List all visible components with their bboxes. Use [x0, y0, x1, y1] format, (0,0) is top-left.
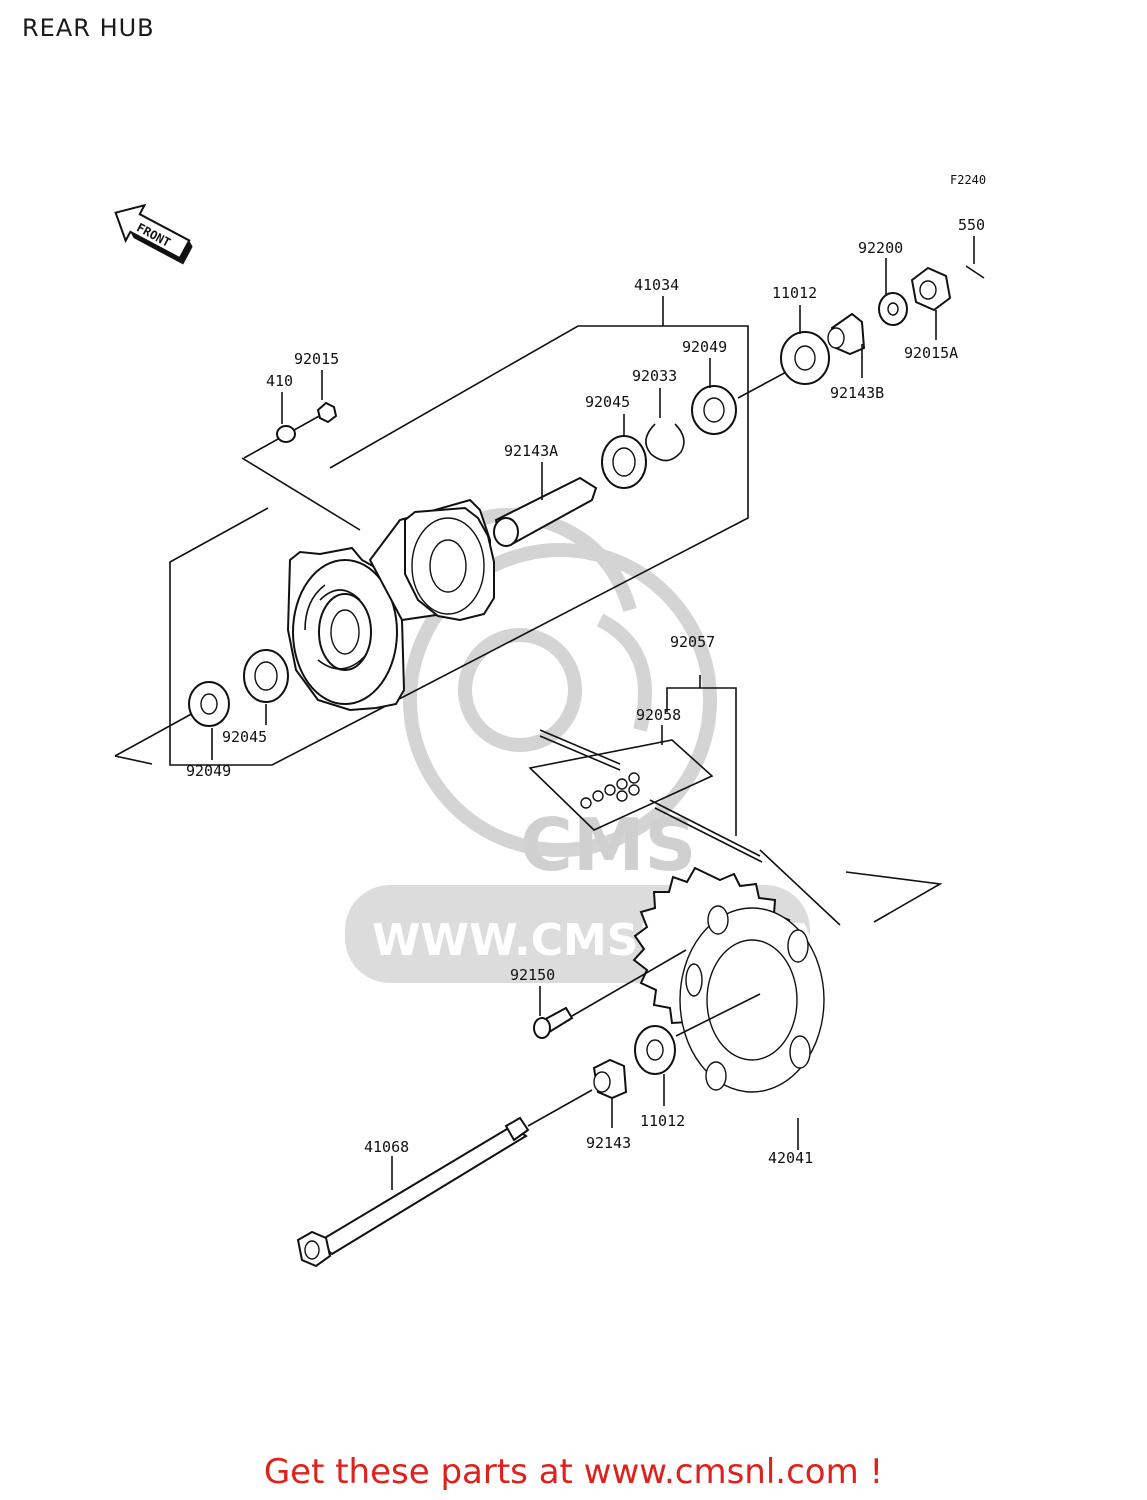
- part-label: 92015A: [904, 344, 958, 362]
- part-label: 11012: [640, 1112, 685, 1130]
- part-label: 92049: [682, 338, 727, 356]
- nut-92015a: [910, 266, 952, 340]
- watermark-logo-text: CMS: [520, 803, 696, 887]
- part-label: 92058: [636, 706, 681, 724]
- collar-11012-top: [780, 305, 830, 385]
- reference-lines: [845, 871, 943, 923]
- part-label: 42041: [768, 1149, 813, 1167]
- bearing-92045-top: [601, 414, 647, 489]
- exploded-parts-diagram: WWW.CMSNL.COM CMS F2240 FRONT: [114, 173, 986, 1268]
- part-label: 92143A: [504, 442, 558, 460]
- washer-92200: [878, 258, 908, 326]
- cotter-pin-550: [965, 236, 985, 279]
- part-label: 550: [958, 216, 985, 234]
- part-label: 41034: [634, 276, 679, 294]
- part-labels: 550 92200 11012 41034 92049 92143B 92015…: [186, 216, 985, 1167]
- part-label: 92045: [585, 393, 630, 411]
- part-label: 92057: [670, 633, 715, 651]
- rear-hub-body: [286, 498, 495, 712]
- part-label: 92049: [186, 762, 231, 780]
- washer-410: [276, 392, 296, 443]
- collar-11012-bottom: [634, 993, 761, 1106]
- sleeve-92143a: [493, 462, 598, 547]
- chain-assembly: [528, 675, 841, 926]
- front-arrow-icon: FRONT: [114, 203, 193, 265]
- part-label: 41068: [364, 1138, 409, 1156]
- master-link-parts: [580, 772, 640, 809]
- bolt-92150: [533, 949, 687, 1039]
- collar-92143b: [827, 312, 866, 378]
- part-label: 92143: [586, 1134, 631, 1152]
- hub-bracket-lines: [114, 296, 791, 766]
- rear-sprocket-42041: [632, 866, 825, 1150]
- part-label: 92045: [222, 728, 267, 746]
- seal-92049-bottom: [188, 681, 230, 760]
- part-label: 92033: [632, 367, 677, 385]
- collar-92143: [527, 1058, 628, 1128]
- bearing-92045-bottom: [243, 649, 289, 725]
- axle-41068: [296, 1116, 530, 1268]
- nut-92015: [316, 370, 338, 424]
- figure-code: F2240: [950, 173, 986, 187]
- page-title: REAR HUB: [22, 14, 155, 42]
- part-label: 410: [266, 372, 293, 390]
- part-label: 92200: [858, 239, 903, 257]
- part-label: 11012: [772, 284, 817, 302]
- part-label: 92150: [510, 966, 555, 984]
- part-label: 92143B: [830, 384, 884, 402]
- drive-chain: [649, 799, 841, 926]
- get-parts-link[interactable]: Get these parts at www.cmsnl.com !: [263, 1452, 884, 1492]
- circlip-92033: [645, 388, 685, 462]
- part-label: 92015: [294, 350, 339, 368]
- seal-92049-top: [691, 358, 737, 435]
